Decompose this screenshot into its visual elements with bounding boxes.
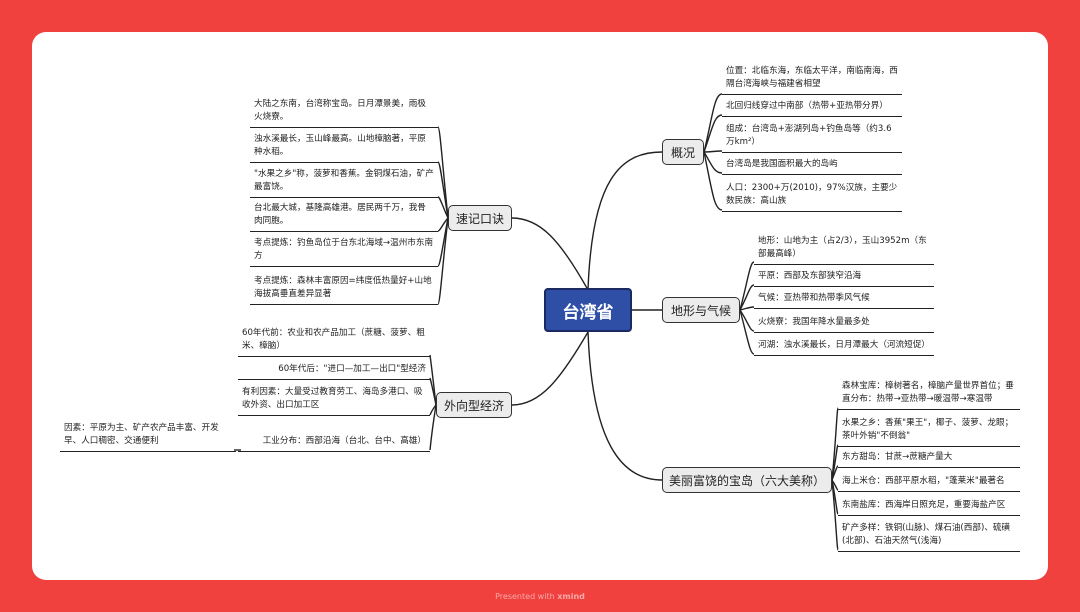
mnemonic-line-2[interactable]: 浊水溪最长，玉山峰最高。山地樟脑著，平原种水稻。	[250, 133, 438, 163]
terrain-climate[interactable]: 气候：亚热带和热带季风气候	[754, 292, 934, 309]
terrain-huoshaoliao[interactable]: 火烧寮：我国年降水量最多处	[754, 316, 934, 333]
link-economy-4	[429, 404, 437, 451]
treasure-rice[interactable]: 海上米仓：西部平原水稻，"蓬莱米"最著名	[838, 475, 1020, 492]
mindmap-card	[32, 32, 1048, 580]
overview-population[interactable]: 人口：2300+万(2010)，97%汉族，主要少数民族：高山族	[722, 182, 902, 212]
branch-export-economy[interactable]: 外向型经济	[436, 392, 512, 418]
mnemonic-line-4[interactable]: 台北最大城，基隆高雄港。居民两千万，我骨肉同胞。	[250, 202, 438, 232]
mnemonic-exam-point-2[interactable]: 考点提炼：森林丰富原因=纬度低热量好+山地海拔高垂直差异显著	[250, 275, 438, 305]
link-terrain-2	[739, 284, 755, 311]
root-topic-taiwan[interactable]: 台湾省	[544, 288, 632, 332]
link-root-economy	[511, 331, 589, 406]
link-overview-1	[703, 93, 723, 153]
mnemonic-line-1[interactable]: 大陆之东南，台湾称宝岛。日月潭景美，雨极火烧寮。	[250, 98, 438, 128]
footer-credit: Presented with xmind	[0, 592, 1080, 601]
economy-after-60s[interactable]: 60年代后："进口—加工—出口"型经济	[238, 363, 430, 380]
branch-terrain-climate[interactable]: 地形与气候	[662, 297, 740, 323]
economy-industry-factors[interactable]: 因素：平原为主、矿产农产品丰富、开发早、人口稠密、交通便利	[60, 422, 236, 452]
link-root-treasure	[587, 331, 663, 481]
overview-tropic[interactable]: 北回归线穿过中南部（热带+亚热带分界）	[722, 100, 902, 117]
mnemonic-line-3[interactable]: "水果之乡"称，菠萝和香蕉。金铜煤石油，矿产最富饶。	[250, 168, 438, 198]
link-terrain-1	[739, 261, 755, 311]
link-mnemonic-2	[437, 161, 449, 219]
link-treasure-3	[831, 465, 839, 481]
link-mnemonic-6	[437, 217, 449, 305]
link-mnemonic-1	[437, 126, 449, 219]
treasure-sugar[interactable]: 东方甜岛：甘蔗→蔗糖产量大	[838, 451, 1020, 468]
link-overview-5	[703, 151, 723, 211]
terrain-plains[interactable]: 平原：西部及东部狭窄沿海	[754, 270, 934, 287]
treasure-fruit[interactable]: 水果之乡：香蕉"果王"，椰子、菠萝、龙眼；茶叶外销"不倒翁"	[838, 417, 1020, 447]
link-economy-1	[429, 354, 437, 406]
treasure-salt[interactable]: 东南盐库：西海岸日照充足，重要海盐产区	[838, 499, 1020, 516]
overview-composition[interactable]: 组成：台湾岛+澎湖列岛+钓鱼岛等（约3.6万km²）	[722, 123, 902, 153]
mnemonic-exam-point-1[interactable]: 考点提炼：钓鱼岛位于台东北海域→温州市东南方	[250, 237, 438, 267]
link-treasure-2	[831, 444, 839, 481]
link-root-overview	[587, 151, 663, 291]
terrain-rivers-lakes[interactable]: 河湖：浊水溪最长，日月潭最大（河流短促）	[754, 339, 934, 356]
treasure-minerals[interactable]: 矿产多样：铁铜(山脉)、煤石油(西部)、硫磺(北部)、石油天然气(浅海)	[838, 522, 1020, 552]
link-overview-2	[703, 114, 723, 153]
overview-largest-island[interactable]: 台湾岛是我国面积最大的岛屿	[722, 158, 902, 175]
link-overview-3	[703, 150, 723, 153]
economy-industry-distribution[interactable]: 工业分布：西部沿海（台北、台中、高雄）	[238, 435, 430, 452]
overview-location[interactable]: 位置：北临东海，东临太平洋，南临南海，西隔台湾海峡与福建省相望	[722, 65, 902, 95]
footer-brand[interactable]: xmind	[557, 592, 585, 601]
link-terrain-3	[739, 306, 755, 311]
link-root-mnemonic	[511, 217, 589, 291]
branch-mnemonic[interactable]: 速记口诀	[448, 205, 512, 231]
branch-overview[interactable]: 概况	[662, 139, 704, 165]
link-treasure-1	[831, 407, 839, 481]
link-mnemonic-4	[437, 217, 449, 232]
treasure-forest[interactable]: 森林宝库：樟树著名，樟脑产量世界首位；垂直分布：热带→亚热带→暖温带→寒温带	[838, 380, 1020, 410]
link-economy-3	[429, 404, 437, 416]
terrain-landform[interactable]: 地形：山地为主（占2/3），玉山3952m（东部最高峰）	[754, 235, 934, 265]
economy-favorable-factors[interactable]: 有利因素：大量受过教育劳工、海岛多港口、吸收外资、出口加工区	[238, 386, 430, 416]
footer-prefix: Presented with	[495, 592, 555, 601]
link-overview-4	[703, 151, 723, 174]
economy-before-60s[interactable]: 60年代前：农业和农产品加工（蔗糖、菠萝、粗米、樟脑）	[238, 327, 430, 357]
link-treasure-6	[831, 479, 839, 551]
link-economy-2	[429, 377, 437, 406]
branch-treasure-island[interactable]: 美丽富饶的宝岛（六大美称）	[662, 467, 832, 493]
link-terrain-5	[739, 309, 755, 355]
link-terrain-4	[739, 309, 755, 332]
link-mnemonic-3	[437, 196, 449, 219]
